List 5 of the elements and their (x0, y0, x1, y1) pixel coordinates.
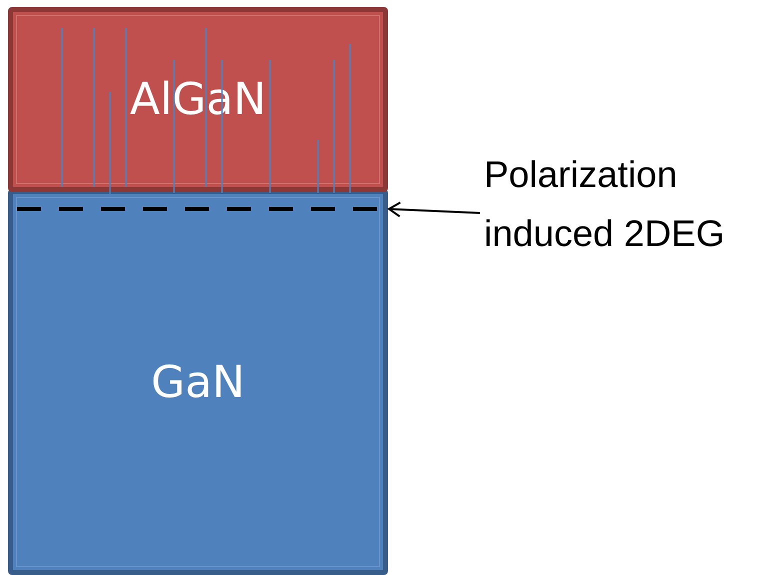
algan-layer (8, 7, 388, 192)
gan-layer (8, 189, 388, 575)
annotation-text: Polarization induced 2DEG (483, 153, 726, 256)
leader-arrow (388, 202, 480, 218)
layer-label: GaN (151, 356, 245, 408)
